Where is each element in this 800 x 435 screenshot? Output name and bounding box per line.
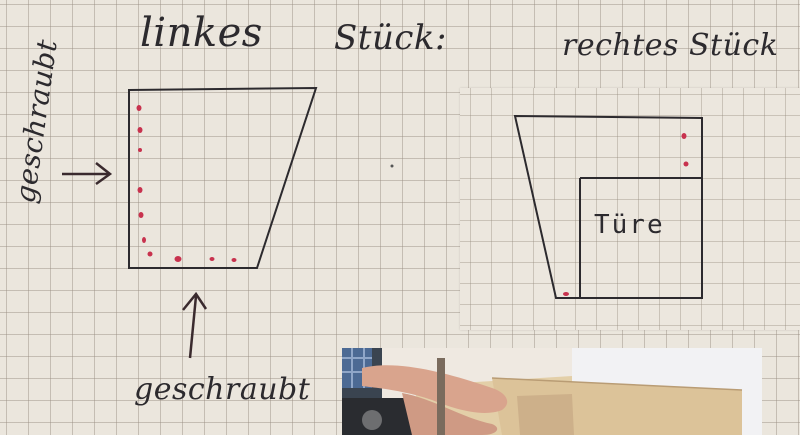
- bottom-screwed-label: geschraubt: [134, 372, 311, 407]
- workshop-photo-art: [342, 348, 762, 435]
- arrow-up-icon: [182, 291, 208, 359]
- pencil-dot: [390, 164, 394, 168]
- title-piece-word: Stück:: [334, 18, 447, 58]
- arrow-right-icon: [62, 162, 113, 186]
- left-piece-outline: [128, 86, 318, 269]
- graph-paper-sheet: [460, 88, 800, 330]
- door-label: Türe: [594, 210, 665, 240]
- right-piece-outline: [513, 114, 703, 299]
- right-piece-screw-marks: [563, 133, 689, 296]
- title-right-piece: rechtes Stück: [562, 28, 779, 63]
- door-outline: [579, 177, 702, 298]
- workshop-photo: [342, 348, 762, 435]
- left-piece-screw-marks: [136, 105, 237, 262]
- title-left-piece: linkes: [140, 10, 263, 56]
